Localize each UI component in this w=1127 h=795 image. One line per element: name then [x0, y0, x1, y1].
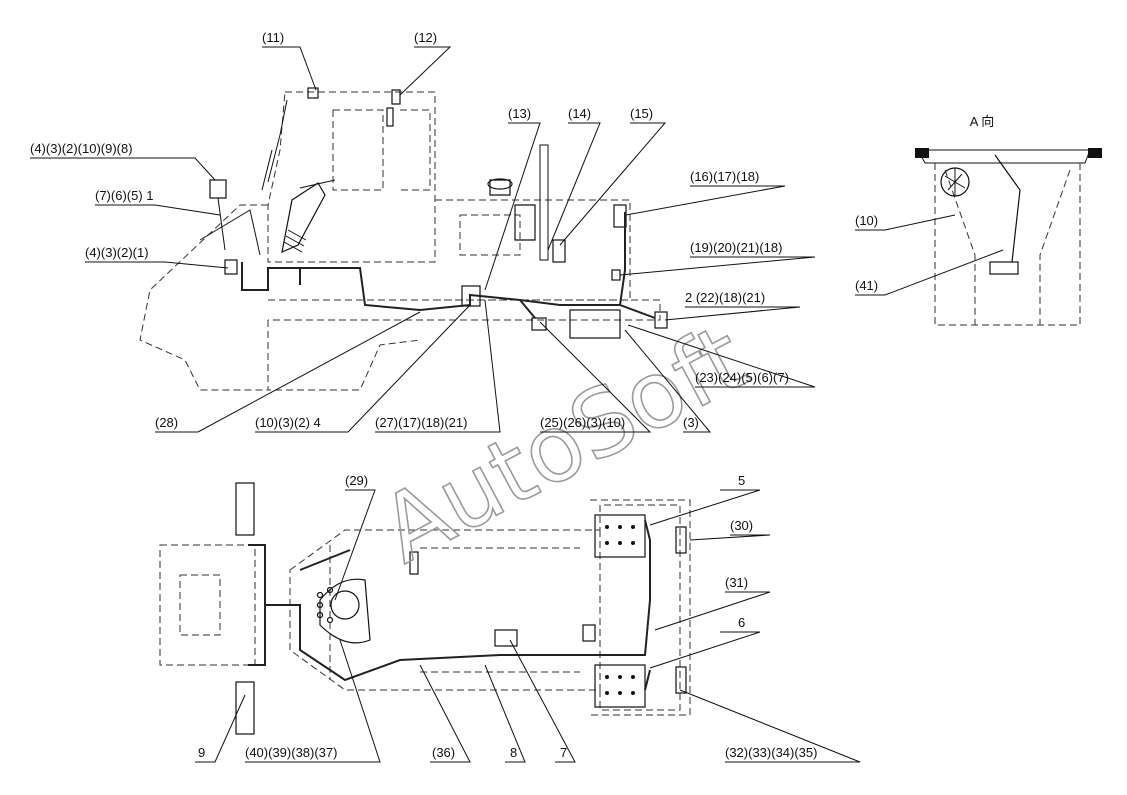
callout-23-24-5-6-7: (23)(24)(5)(6)(7) — [695, 370, 789, 385]
rear-pack-top — [594, 514, 646, 558]
callout-27-17-18-21: (27)(17)(18)(21) — [375, 415, 467, 430]
front-attachment — [159, 544, 256, 666]
steering-console — [319, 578, 371, 644]
rear-fender — [590, 499, 691, 716]
horn — [224, 259, 238, 275]
callout-labels: (11) (12) (4)(3)(2)(10)(9)(8) (7)(6)(5) … — [30, 30, 878, 760]
roof-lamp-right — [391, 89, 401, 105]
air-cleaner-cap — [489, 179, 511, 196]
starter — [531, 317, 547, 331]
cab-light — [386, 107, 394, 127]
callout-31: (31) — [725, 575, 748, 590]
relay — [582, 624, 596, 642]
callout-7-6-5-1: (7)(6)(5) 1 — [95, 188, 154, 203]
lamp-bracket — [217, 197, 226, 251]
view-a-roof — [917, 149, 1091, 164]
cab-outline — [267, 91, 436, 263]
rear-pack-bottom — [594, 664, 646, 708]
frame-rail — [268, 299, 661, 321]
harness-branches — [299, 268, 656, 319]
view-a-window-frame — [944, 169, 1071, 325]
engine-block — [459, 214, 521, 256]
cab-window-rear — [400, 109, 431, 191]
callout-3: (3) — [683, 415, 699, 430]
harness-top-branches — [299, 549, 651, 691]
callout-6: 6 — [738, 615, 745, 630]
front-tire-right — [235, 681, 255, 735]
side-view — [139, 87, 668, 391]
front-tire-left — [235, 482, 255, 536]
windshield — [267, 99, 288, 183]
callout-40-39-38-37: (40)(39)(38)(37) — [245, 745, 337, 760]
front-lamp — [209, 179, 227, 199]
chassis-rails — [420, 547, 580, 673]
callout-10-3-2-4: (10)(3)(2) 4 — [255, 415, 321, 430]
main-harness-top — [248, 519, 651, 682]
callout-4-3-2-1: (4)(3)(2)(1) — [85, 245, 149, 260]
front-frame — [139, 204, 268, 391]
callout-41: (41) — [855, 278, 878, 293]
fuse-box — [494, 629, 518, 647]
callout-16-17-18: (16)(17)(18) — [690, 169, 759, 184]
roof-lamp-left — [307, 87, 319, 99]
rear-switch — [611, 269, 621, 281]
steering-wheel — [299, 179, 336, 189]
view-a-label: A 向 — [970, 114, 995, 129]
chassis-outline — [289, 504, 681, 711]
fan-blades — [944, 168, 966, 196]
main-harness-side — [241, 212, 626, 312]
rear-lamp-top — [675, 526, 687, 554]
callout-14: (14) — [568, 106, 591, 121]
callout-29: (29) — [345, 473, 368, 488]
callout-10-view-a: (10) — [855, 213, 878, 228]
front-frame-box — [179, 574, 221, 636]
column-boot — [283, 229, 307, 253]
view-a-body — [934, 163, 1081, 326]
callout-25-26-3-10: (25)(26)(3)(10) — [540, 415, 625, 430]
callout-36: (36) — [432, 745, 455, 760]
callout-4-3-2-10-9-8: (4)(3)(2)(10)(9)(8) — [30, 141, 133, 156]
callout-19-20-21-18: (19)(20)(21)(18) — [690, 240, 782, 255]
engine-hood — [435, 199, 631, 301]
steering-column — [281, 182, 326, 254]
callout-15: (15) — [630, 106, 653, 121]
callout-28: (28) — [155, 415, 178, 430]
callout-9: 9 — [198, 745, 205, 760]
callout-2-22-18-21: 2 (22)(18)(21) — [685, 290, 765, 305]
air-cleaner — [514, 204, 536, 241]
leader-lines — [30, 46, 1004, 763]
view-a-lamp-right — [1088, 148, 1102, 158]
pack-bolts — [605, 525, 635, 695]
exhaust-pipe — [539, 144, 549, 261]
callout-12: (12) — [414, 30, 437, 45]
linkage — [199, 209, 261, 256]
callout-8: 8 — [510, 745, 517, 760]
view-a: A 向 — [915, 114, 1102, 326]
cab-window — [332, 109, 384, 191]
callout-5: 5 — [738, 473, 745, 488]
view-a-wiper-arm — [994, 154, 1021, 263]
windshield-frame — [261, 149, 273, 191]
lower-frame — [267, 320, 421, 391]
alternator — [552, 239, 566, 263]
gauge-cluster — [316, 586, 334, 624]
battery-box — [569, 309, 621, 339]
view-a-lamp-left — [915, 148, 929, 158]
callout-32-33-34-35: (32)(33)(34)(35) — [725, 745, 817, 760]
callout-13: (13) — [508, 106, 531, 121]
top-view — [159, 482, 691, 735]
wiper-motor — [409, 551, 419, 575]
air-cleaner-top — [487, 178, 513, 190]
callout-30: (30) — [730, 518, 753, 533]
steering-wheel-top — [330, 590, 360, 620]
callout-7: 7 — [560, 745, 567, 760]
view-a-motor — [989, 261, 1019, 275]
rear-lamp-bottom — [675, 666, 687, 694]
callout-11: (11) — [262, 30, 284, 45]
